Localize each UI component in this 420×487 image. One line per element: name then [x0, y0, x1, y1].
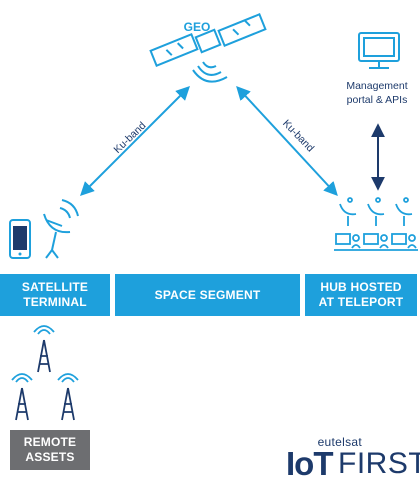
radio-tower-icon	[57, 373, 79, 421]
satellite-terminal-bar: SATELLITE TERMINAL	[0, 274, 110, 316]
geo-label: GEO	[184, 20, 211, 34]
eutelsat-iot-first-logo: eutelsat IoT FIRST	[286, 435, 420, 482]
hub-teleport-line1: HUB HOSTED	[320, 280, 402, 294]
satellite-icon	[149, 13, 267, 67]
uplink-right-arrow	[236, 85, 338, 197]
remote-assets-line1: REMOTE	[23, 435, 77, 449]
signal-waves-icon	[192, 61, 228, 83]
remote-assets-line2: ASSETS	[25, 450, 75, 464]
satellite-terminal-line2: TERMINAL	[23, 295, 87, 309]
radio-tower-icon	[11, 373, 33, 421]
radio-tower-icon	[33, 325, 55, 373]
ku-band-right-label: Ku-band	[280, 117, 316, 154]
operator-workstation-icon	[334, 197, 418, 251]
satellite-terminal-line1: SATELLITE	[21, 280, 89, 294]
logo-iot: IoT	[286, 445, 333, 482]
monitor-icon	[358, 32, 400, 69]
management-label-line2: portal & APIs	[347, 94, 408, 106]
management-label-line1: Management	[346, 80, 407, 92]
logo-brand: eutelsat	[317, 435, 362, 449]
satellite-dish-icon	[43, 199, 79, 259]
hub-teleport-bar: HUB HOSTED AT TELEPORT	[305, 274, 417, 316]
phone-icon	[9, 219, 31, 259]
uplink-left-arrow	[80, 86, 190, 196]
hub-teleport-line2: AT TELEPORT	[318, 295, 404, 309]
remote-assets-bar: REMOTE ASSETS	[10, 430, 90, 470]
space-segment-bar: SPACE SEGMENT	[115, 274, 300, 316]
logo-first: FIRST	[338, 447, 420, 480]
space-segment-label: SPACE SEGMENT	[154, 287, 261, 302]
ku-band-left-label: Ku-band	[111, 120, 148, 156]
